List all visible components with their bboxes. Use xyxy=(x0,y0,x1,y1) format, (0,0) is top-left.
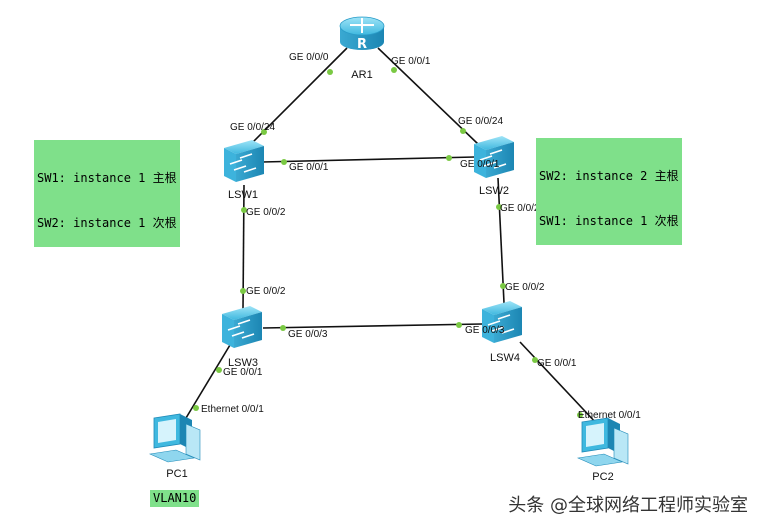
port-dot xyxy=(446,155,452,161)
port-label: GE 0/0/1 xyxy=(289,162,329,173)
port-label: GE 0/0/3 xyxy=(465,325,505,336)
port-label: GE 0/0/2 xyxy=(246,286,286,297)
note-right-line-2: SW1: instance 1 次根 xyxy=(539,214,679,228)
port-dot xyxy=(327,69,333,75)
port-dot xyxy=(216,367,222,373)
port-dot xyxy=(240,288,246,294)
switch-icon[interactable] xyxy=(474,136,514,178)
link-lsw2-lsw4 xyxy=(497,177,505,304)
svg-text:R: R xyxy=(357,37,367,52)
switch-icon[interactable] xyxy=(224,140,264,182)
port-label: Ethernet 0/0/1 xyxy=(201,404,264,415)
note-left: SW1: instance 1 主根 SW2: instance 1 次根 xyxy=(34,140,180,247)
device-label-lsw2: LSW2 xyxy=(479,185,509,197)
port-label: GE 0/0/1 xyxy=(460,159,500,170)
port-label: GE 0/0/3 xyxy=(288,329,328,340)
router-icon[interactable]: R xyxy=(339,16,385,52)
pc-icon[interactable] xyxy=(576,417,629,467)
link-ar1-lsw2 xyxy=(377,47,479,145)
device-label-pc1: PC1 xyxy=(166,468,187,480)
port-label: GE 0/0/24 xyxy=(458,116,503,127)
link-lsw4-pc2 xyxy=(519,341,599,426)
note-left-line-1: SW1: instance 1 主根 xyxy=(37,171,177,185)
device-label-ar1: AR1 xyxy=(351,69,372,81)
port-dot xyxy=(281,159,287,165)
link-lsw1-lsw2 xyxy=(261,156,476,163)
pc-icon[interactable] xyxy=(148,413,201,463)
port-dot xyxy=(496,204,502,210)
note-right: SW2: instance 2 主根 SW1: instance 1 次根 xyxy=(536,138,682,245)
switch-icon[interactable] xyxy=(222,306,262,348)
device-label-lsw1: LSW1 xyxy=(228,189,258,201)
port-dot xyxy=(460,128,466,134)
port-dot xyxy=(193,405,199,411)
vlan-label: VLAN10 xyxy=(150,490,200,507)
device-label-lsw4: LSW4 xyxy=(490,352,520,364)
port-label: GE 0/0/2 xyxy=(505,282,545,293)
port-label: GE 0/0/2 xyxy=(500,203,540,214)
port-dot xyxy=(577,412,583,418)
port-dot xyxy=(391,67,397,73)
port-label: GE 0/0/0 xyxy=(289,52,329,63)
note-right-line-1: SW2: instance 2 主根 xyxy=(539,169,679,183)
switch-icon[interactable] xyxy=(482,301,522,343)
device-label-lsw3: LSW3 xyxy=(228,357,258,369)
port-dot xyxy=(280,325,286,331)
note-left-line-2: SW2: instance 1 次根 xyxy=(37,216,177,230)
port-dot xyxy=(500,283,506,289)
device-label-pc2: PC2 xyxy=(592,471,613,483)
port-dot xyxy=(241,207,247,213)
port-dot xyxy=(456,322,462,328)
port-dot xyxy=(532,357,538,363)
port-label: GE 0/0/1 xyxy=(223,367,263,378)
port-label: GE 0/0/2 xyxy=(246,207,286,218)
port-label: GE 0/0/1 xyxy=(537,358,577,369)
port-dot xyxy=(261,129,267,135)
port-label: Ethernet 0/0/1 xyxy=(578,410,641,421)
link-lsw3-lsw4 xyxy=(262,323,483,329)
link-lsw3-pc1 xyxy=(185,344,231,419)
watermark: 头条 @全球网络工程师实验室 xyxy=(508,495,748,516)
port-label: GE 0/0/1 xyxy=(391,56,431,67)
port-label: GE 0/0/24 xyxy=(230,122,275,133)
